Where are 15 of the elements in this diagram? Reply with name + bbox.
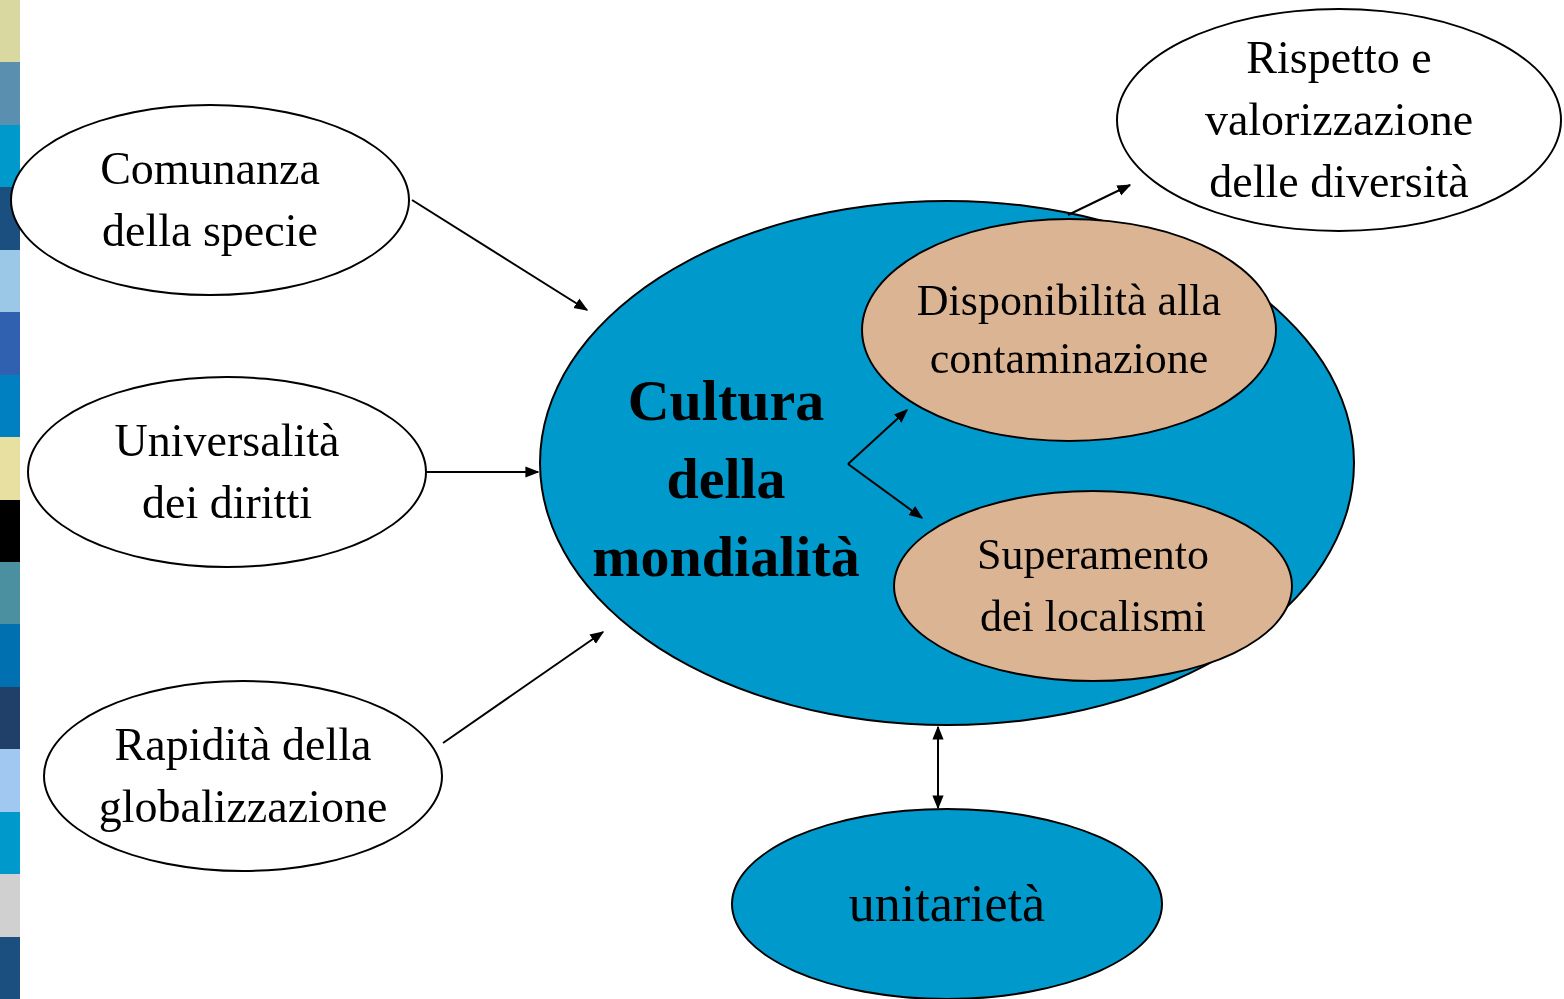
node-label: Superamento dei localismi	[975, 529, 1211, 643]
node-label: Cultura della mondialità	[591, 367, 861, 591]
arrow	[847, 463, 924, 519]
arrow	[442, 631, 605, 744]
node-label: Rapidità della globalizzazione	[97, 718, 389, 834]
arrow	[1067, 184, 1132, 216]
arrow	[932, 725, 944, 810]
node-label: unitarietà	[847, 874, 1047, 934]
arrow	[426, 466, 540, 478]
node-label: Rispetto e valorizzazione delle diversità	[1203, 31, 1475, 209]
node-label: Universalità dei diritti	[113, 414, 341, 530]
arrow	[411, 199, 589, 311]
node-label: Comunanza della specie	[99, 142, 321, 258]
arrow	[847, 409, 909, 465]
node-label: Disponibilità alla contaminazione	[915, 275, 1223, 385]
